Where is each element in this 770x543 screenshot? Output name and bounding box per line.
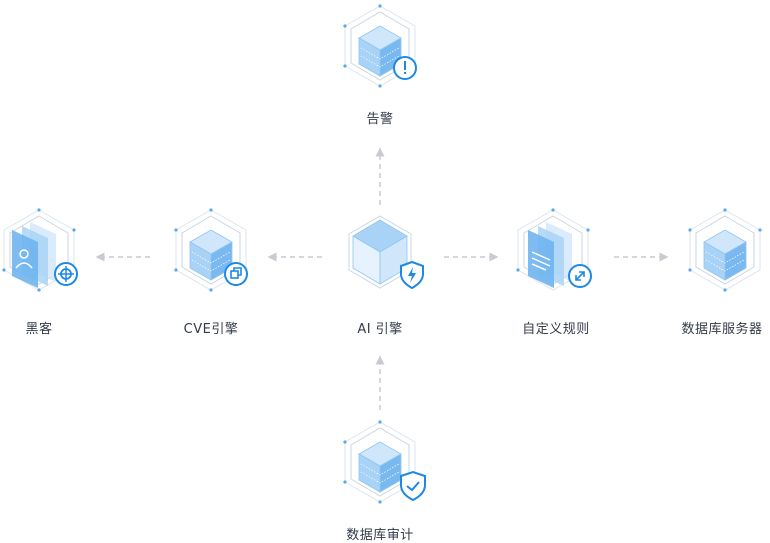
rules-panel-icon [516, 208, 592, 291]
label-server: 数据库服务器 [681, 322, 763, 337]
node-audit [335, 420, 426, 510]
cve-cube-icon [174, 208, 248, 292]
node-ai [335, 208, 425, 298]
node-hacker [0, 208, 84, 298]
node-cve [166, 208, 256, 298]
server-cube-icon [688, 208, 762, 292]
label-hacker: 黑客 [25, 322, 53, 337]
alert-cube-icon [343, 4, 417, 88]
ai-cube-icon [348, 215, 424, 290]
node-alert [335, 4, 425, 94]
label-ai: AI 引擎 [357, 322, 403, 337]
node-server [680, 208, 770, 298]
label-audit: 数据库审计 [346, 528, 414, 543]
label-alert: 告警 [366, 112, 394, 127]
hacker-panel-icon [2, 208, 78, 292]
label-rules: 自定义规则 [522, 322, 590, 337]
label-cve: CVE引擎 [183, 322, 239, 337]
audit-cube-icon [343, 420, 426, 504]
node-rules [508, 208, 598, 298]
